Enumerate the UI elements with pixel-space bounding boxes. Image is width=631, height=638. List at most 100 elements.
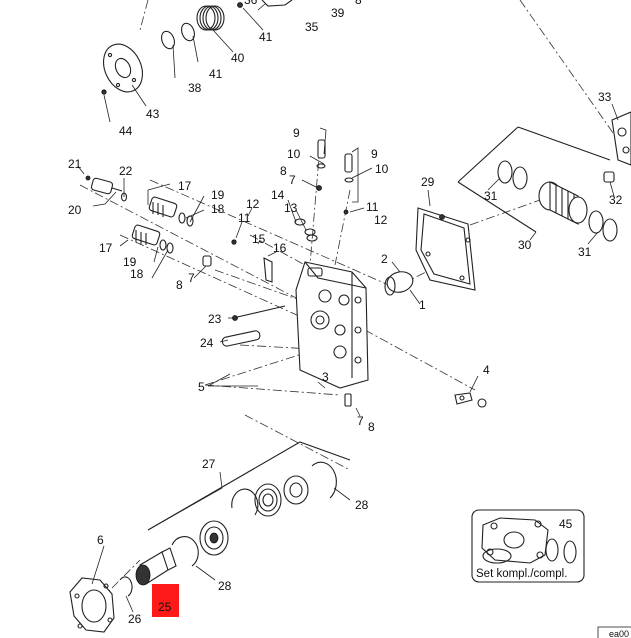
callout-38[interactable]: 38 — [188, 81, 202, 95]
callout-22[interactable]: 22 — [119, 164, 133, 178]
callout-20[interactable]: 20 — [68, 203, 82, 217]
part-screw-32 — [603, 171, 615, 183]
part-flange-6 — [69, 577, 115, 633]
part-small-pin-44 — [101, 89, 107, 95]
callout-7-top[interactable]: 7 — [289, 173, 296, 187]
callout-9-right[interactable]: 9 — [371, 147, 378, 161]
part-snap-ring-26 — [119, 576, 133, 597]
part-ring-middle — [231, 488, 259, 516]
part-cartridge-upper — [148, 196, 194, 227]
callout-36[interactable]: 36 — [244, 0, 258, 7]
part-bracket-16 — [263, 257, 273, 283]
callout-8-topright[interactable]: 8 — [355, 0, 362, 7]
part-drive-shaft-25 — [135, 547, 177, 586]
callout-11-left[interactable]: 11 — [238, 211, 251, 225]
set-kit-inset — [471, 509, 585, 583]
callout-9-left[interactable]: 9 — [293, 126, 300, 140]
part-valve-housing-1 — [295, 261, 369, 389]
callout-15[interactable]: 15 — [252, 232, 266, 246]
part-screw-7-lower — [344, 393, 352, 407]
part-spring-40 — [196, 5, 225, 31]
callout-31-right[interactable]: 31 — [578, 245, 592, 259]
part-snap-ring-28-lower — [171, 536, 199, 567]
callout-labels: 1 2 3 4 5 6 7 7 7 8 8 8 8 9 9 10 10 11 1… — [68, 0, 623, 626]
set-kit-label: Set kompl./compl. — [476, 568, 567, 580]
callout-30[interactable]: 30 — [518, 238, 532, 252]
callout-40[interactable]: 40 — [231, 51, 245, 65]
highlight-part-25[interactable] — [152, 584, 179, 617]
part-check-valve-20 — [85, 175, 128, 202]
callout-32[interactable]: 32 — [609, 193, 623, 207]
callout-8-top[interactable]: 8 — [280, 164, 287, 178]
part-gasket-29 — [415, 207, 476, 291]
part-cartridge-lower — [131, 224, 174, 254]
corner-tag: ea00 — [597, 626, 631, 638]
callout-17-upper[interactable]: 17 — [178, 179, 192, 193]
part-housing-fragment-top — [261, 0, 293, 7]
callout-12-right[interactable]: 12 — [374, 213, 388, 227]
part-housing-33 — [611, 111, 631, 166]
part-plug-8-left — [202, 255, 212, 267]
part-cover-plate — [103, 43, 143, 93]
callout-18-upper[interactable]: 18 — [211, 202, 225, 216]
callout-45[interactable]: 45 — [559, 517, 573, 531]
callout-11-right[interactable]: 11 — [366, 200, 379, 214]
part-fittings-9-10 — [316, 139, 354, 215]
callout-13[interactable]: 13 — [284, 201, 298, 215]
part-spool-frame-30 — [457, 126, 611, 233]
callout-28-upper[interactable]: 28 — [355, 498, 369, 512]
callout-21[interactable]: 21 — [68, 157, 82, 171]
part-snap-ring-28-upper — [311, 461, 337, 499]
callout-27[interactable]: 27 — [202, 457, 216, 471]
callout-39[interactable]: 39 — [331, 6, 345, 20]
callout-26[interactable]: 26 — [128, 612, 142, 626]
callout-7-left[interactable]: 7 — [188, 271, 195, 285]
callout-14[interactable]: 14 — [271, 188, 285, 202]
part-bolt-23 — [232, 305, 286, 321]
callout-41-upper[interactable]: 41 — [259, 30, 273, 44]
callout-43[interactable]: 43 — [146, 107, 160, 121]
callout-19-upper[interactable]: 19 — [211, 188, 225, 202]
callout-17-lower[interactable]: 17 — [99, 241, 113, 255]
part-bearing-upper — [283, 475, 309, 505]
part-bearing-middle — [254, 483, 282, 517]
callout-8-bottom[interactable]: 8 — [368, 420, 375, 434]
callout-44[interactable]: 44 — [119, 124, 133, 138]
part-plug-11 — [231, 239, 237, 245]
callout-28-lower[interactable]: 28 — [218, 579, 232, 593]
callout-1[interactable]: 1 — [419, 298, 426, 312]
callout-3[interactable]: 3 — [322, 370, 329, 384]
callout-5[interactable]: 5 — [198, 380, 205, 394]
callout-19-lower[interactable]: 19 — [123, 255, 137, 269]
callout-10-left[interactable]: 10 — [287, 147, 301, 161]
part-clip-4 — [454, 392, 487, 408]
callout-25[interactable]: 25 — [158, 600, 172, 614]
callout-10-right[interactable]: 10 — [375, 162, 389, 176]
callout-12-left[interactable]: 12 — [246, 197, 260, 211]
part-orings-31 — [497, 160, 618, 242]
part-small-screw-41 — [237, 2, 243, 8]
callout-7-bottom[interactable]: 7 — [357, 414, 364, 428]
callout-2[interactable]: 2 — [381, 252, 388, 266]
callout-4[interactable]: 4 — [483, 363, 490, 377]
callout-6[interactable]: 6 — [97, 533, 104, 547]
part-spool — [538, 181, 588, 225]
callout-24[interactable]: 24 — [200, 336, 214, 350]
callout-35[interactable]: 35 — [305, 20, 319, 34]
part-sleeve-2 — [384, 271, 414, 296]
callout-23[interactable]: 23 — [208, 312, 222, 326]
callout-18-lower[interactable]: 18 — [130, 267, 144, 281]
assembly-centerlines — [79, 0, 626, 601]
part-seal-rings-38-41 — [161, 22, 195, 50]
part-group-frame-27 — [147, 441, 351, 531]
part-sleeve-24 — [221, 330, 261, 347]
callout-41-lower[interactable]: 41 — [209, 67, 223, 81]
callout-29[interactable]: 29 — [421, 175, 435, 189]
callout-31-left[interactable]: 31 — [484, 189, 498, 203]
callout-16[interactable]: 16 — [273, 241, 287, 255]
callout-8-left[interactable]: 8 — [176, 278, 183, 292]
part-bearing-lower — [199, 520, 229, 556]
callout-33[interactable]: 33 — [598, 90, 612, 104]
